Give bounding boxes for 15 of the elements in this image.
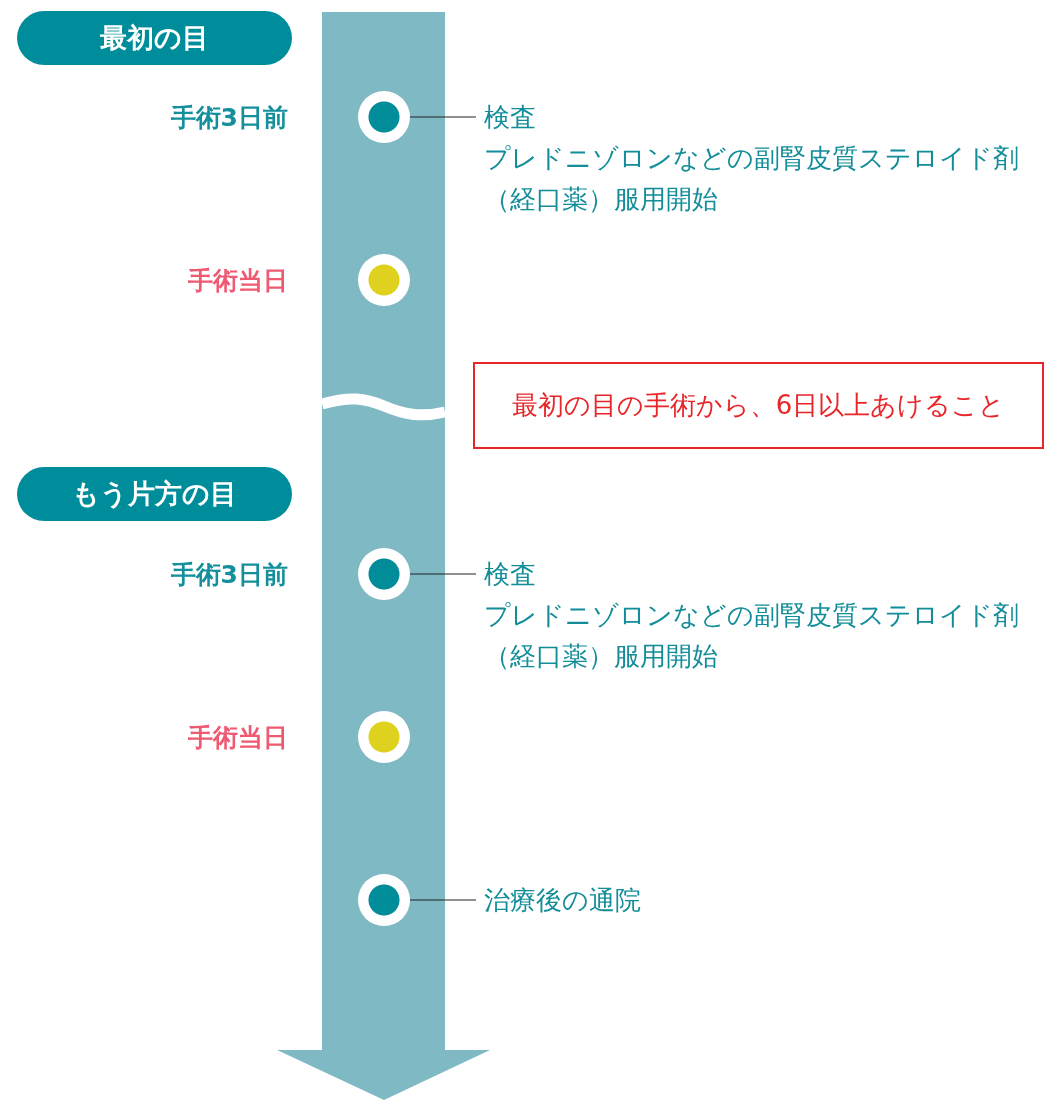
eye-heading: 最初の目 bbox=[17, 11, 292, 65]
leader-line bbox=[409, 899, 477, 901]
note-text: 治療後の通院 bbox=[484, 884, 642, 917]
time-label: 手術当日 bbox=[187, 265, 288, 297]
leader-line bbox=[409, 116, 477, 118]
eye-heading: もう片方の目 bbox=[17, 467, 292, 521]
time-label: 手術3日前 bbox=[169, 559, 288, 591]
time-label: 手術3日前 bbox=[169, 102, 288, 134]
note-text: 検査 bbox=[484, 558, 537, 591]
note-text: プレドニゾロンなどの副腎皮質ステロイド剤（経口薬）服用開始 bbox=[484, 142, 1020, 216]
warning-box: 最初の目の手術から、6日以上あけること bbox=[473, 362, 1044, 449]
note-text: プレドニゾロンなどの副腎皮質ステロイド剤（経口薬）服用開始 bbox=[484, 599, 1020, 673]
time-label: 手術当日 bbox=[187, 722, 288, 754]
note-text: 検査 bbox=[484, 101, 537, 134]
leader-line bbox=[409, 573, 477, 575]
